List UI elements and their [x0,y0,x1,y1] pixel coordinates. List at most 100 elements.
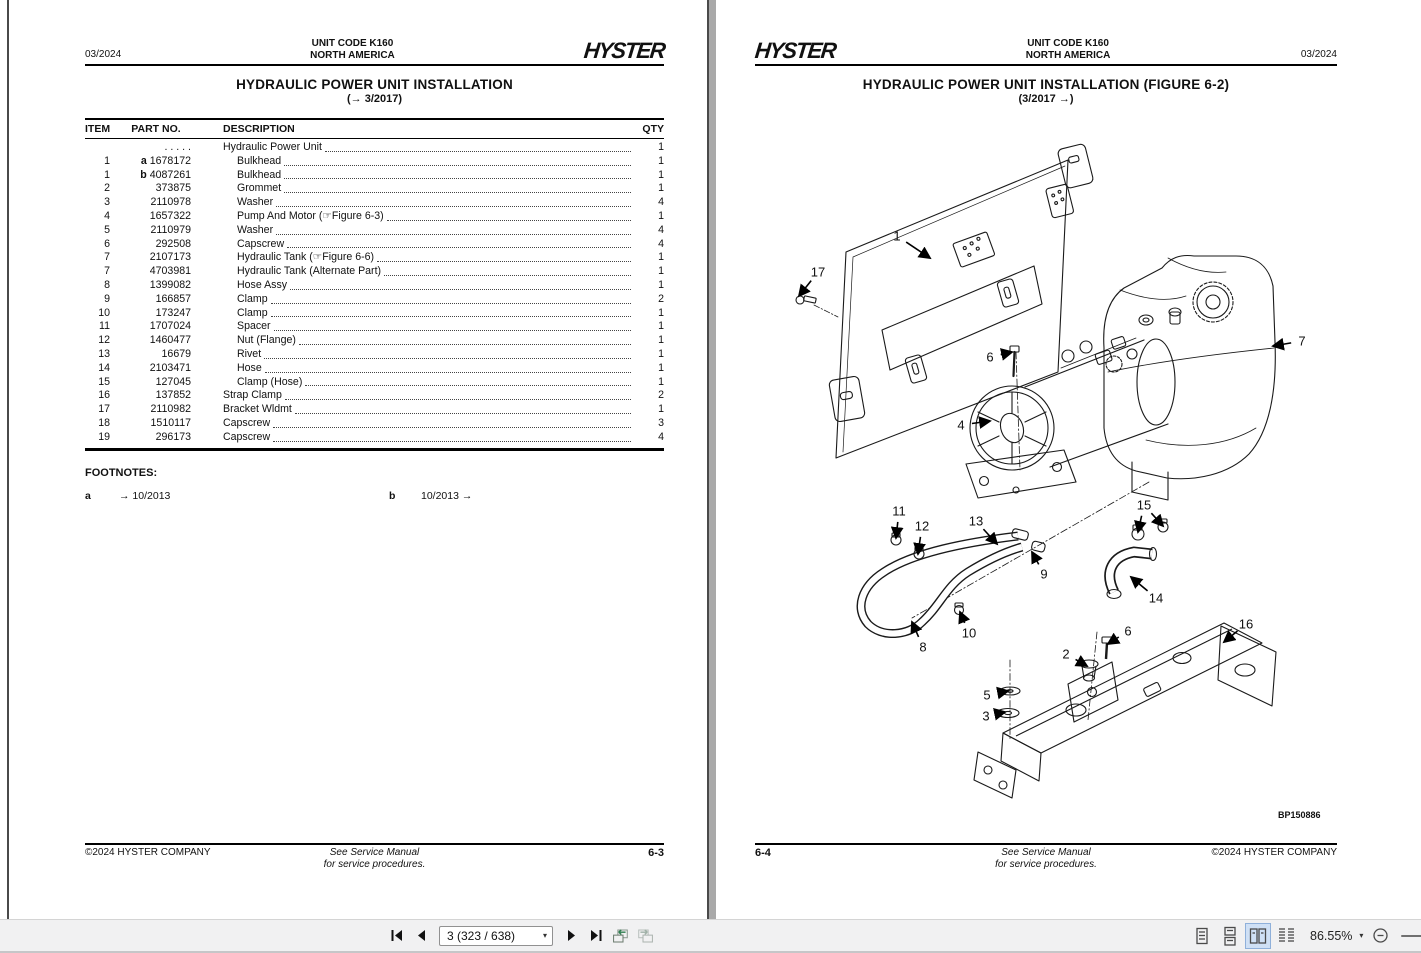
page-number-combobox[interactable]: 3 (323 / 638) ▾ [439,925,553,946]
svg-text:7: 7 [1298,334,1305,349]
continuous-view-button[interactable] [1217,923,1243,949]
page-6-3: 03/2024 UNIT CODE K160 NORTH AMERICA HYS… [9,0,707,920]
previous-page-button[interactable] [412,927,430,945]
svg-text:6: 6 [986,350,993,365]
svg-text:9: 9 [1040,567,1047,582]
svg-text:16: 16 [1239,617,1253,632]
combobox-caret-icon[interactable]: ▾ [542,931,547,940]
unit-code-block: UNIT CODE K160 NORTH AMERICA [310,38,395,61]
svg-text:2: 2 [1062,647,1069,662]
last-page-icon [590,930,601,941]
page-footer: 6-4 See Service Manual for service proce… [755,843,1337,870]
single-page-view-button[interactable] [1189,923,1215,949]
svg-text:6: 6 [1124,624,1131,639]
zoom-dropdown-caret-icon[interactable]: ▾ [1359,931,1364,940]
zoom-percent[interactable]: 86.55% [1310,928,1353,943]
svg-text:1: 1 [893,229,900,244]
previous-page-icon [417,930,425,941]
parts-table-header: ITEM PART NO. DESCRIPTION QTY [85,118,664,139]
col-part-no: PART NO. [131,123,181,135]
svg-text:17: 17 [811,265,825,280]
document-pages-area[interactable]: 03/2024 UNIT CODE K160 NORTH AMERICA HYS… [0,0,1421,920]
page-revision: (3/2017 →) [1018,93,1074,105]
hyster-logo: HYSTER [753,37,837,64]
svg-text:3: 3 [982,709,989,724]
svg-text:11: 11 [892,504,906,519]
col-item: ITEM [85,123,111,135]
page-number: 6-4 [755,847,771,859]
col-description: DESCRIPTION [223,123,295,135]
page-header: 03/2024 UNIT CODE K160 NORTH AMERICA HYS… [85,0,666,66]
page-number: 6-3 [648,847,664,859]
next-view-button[interactable] [637,927,655,945]
region: NORTH AMERICA [310,49,395,61]
next-view-icon [638,928,653,943]
next-page-button[interactable] [562,927,580,945]
footnote-b-label: b [389,489,396,502]
svg-text:13: 13 [969,514,983,529]
service-note: See Service Manual for service procedure… [323,847,426,870]
page-revision: (→ 3/2017) [346,93,403,105]
footnotes-heading: FOOTNOTES: [85,466,158,479]
first-page-button[interactable] [388,927,406,945]
footnotes: FOOTNOTES: a → 10/2013 b 10/2013 → [85,467,664,504]
copyright: ©2024 HYSTER COMPANY [85,847,211,858]
page-left-edge-line [7,0,9,920]
page-footer: ©2024 HYSTER COMPANY See Service Manual … [85,843,664,870]
svg-text:5: 5 [983,688,990,703]
svg-text:14: 14 [1149,591,1163,606]
page-divider-line [707,0,709,920]
viewer-toolbar: 3 (323 / 638) ▾ [0,919,1421,953]
hyster-logo: HYSTER [582,37,666,64]
copyright: ©2024 HYSTER COMPANY [1211,847,1337,858]
two-page-continuous-view-button[interactable] [1273,923,1299,949]
zoom-slider[interactable] [1401,934,1421,937]
footnote-a-text: → 10/2013 [119,489,171,502]
footnote-row: a → 10/2013 b 10/2013 → [85,490,664,504]
page-navigation-group: 3 (323 / 638) ▾ [385,920,659,951]
footnote-a-label: a [85,489,91,502]
zoom-out-button[interactable] [1371,927,1389,945]
continuous-view-icon [1224,926,1236,946]
figure-image-code: BP150886 [1278,810,1321,820]
last-page-button[interactable] [586,927,604,945]
revision-date: 03/2024 [1300,49,1337,60]
unit-code-block: UNIT CODE K160 NORTH AMERICA [1026,38,1111,61]
first-page-icon [391,930,402,941]
two-page-view-icon [1249,927,1267,944]
revision-date: 03/2024 [85,49,122,60]
page-title: HYDRAULIC POWER UNIT INSTALLATION (FIGUR… [862,77,1230,92]
view-controls-group: 86.55% ▾ [1188,920,1421,951]
single-page-view-icon [1196,927,1208,944]
two-page-view-button[interactable] [1245,922,1271,949]
svg-text:12: 12 [915,519,929,534]
previous-view-icon [613,928,628,943]
two-page-continuous-view-icon [1279,927,1294,942]
service-note: See Service Manual for service procedure… [995,847,1097,870]
svg-text:15: 15 [1137,498,1151,513]
previous-view-button[interactable] [611,927,629,945]
region: NORTH AMERICA [1025,49,1111,61]
page-title: HYDRAULIC POWER UNIT INSTALLATION [236,77,513,92]
